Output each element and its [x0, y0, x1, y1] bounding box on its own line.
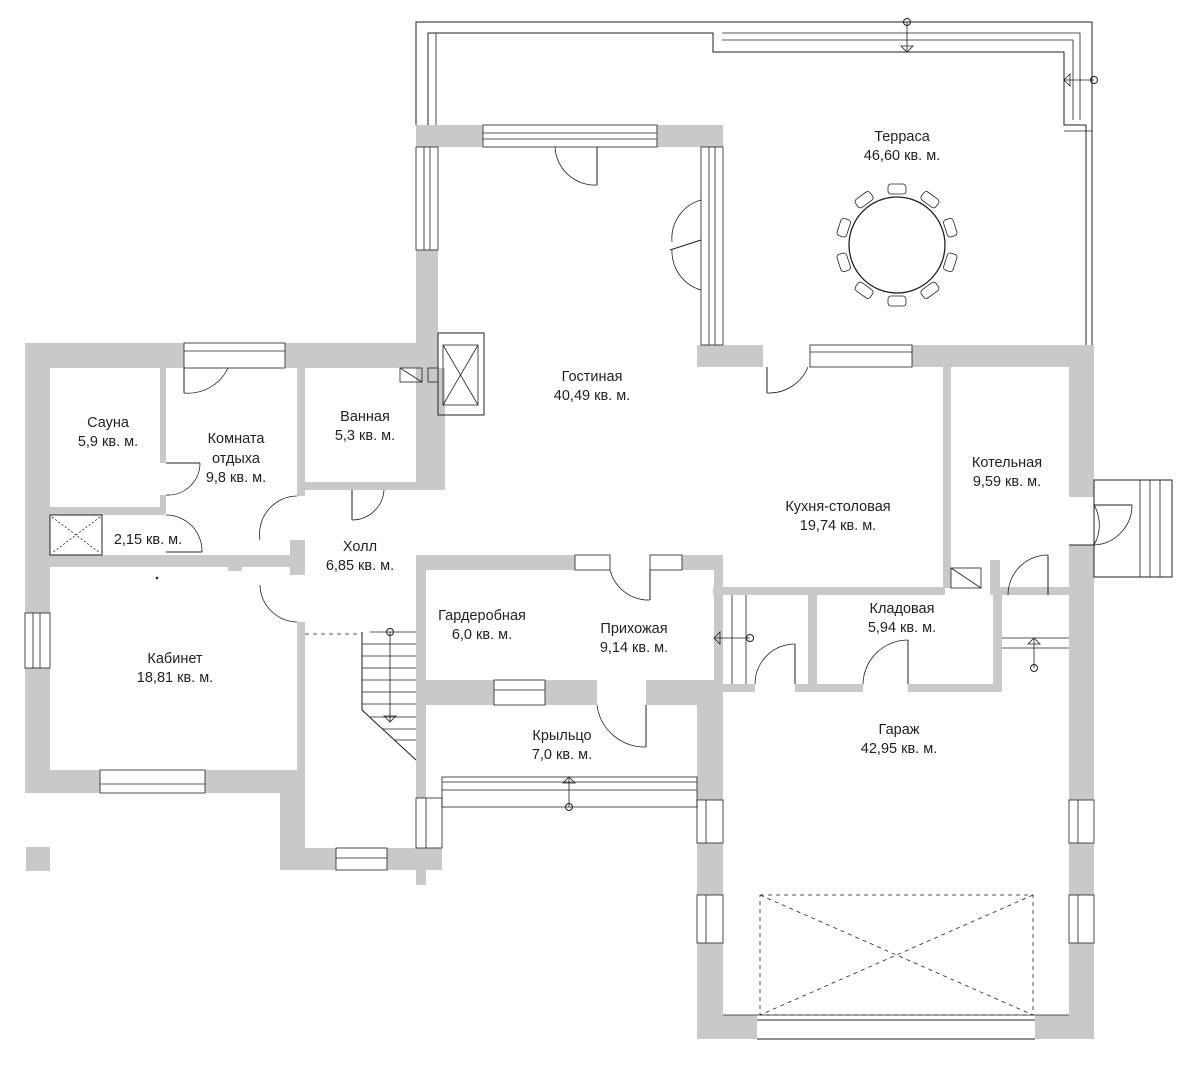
- wardrobe-area: 6,0 кв. м.: [452, 627, 512, 643]
- terrace-exit-right: [1063, 73, 1098, 87]
- fixtures: [49, 332, 1173, 1040]
- study-name: Кабинет: [147, 651, 203, 667]
- study-area: 18,81 кв. м.: [137, 670, 213, 686]
- hall-area: 6,85 кв. м.: [326, 558, 394, 574]
- rest-name: Комната: [208, 431, 266, 447]
- entry-area: 9,14 кв. м.: [600, 640, 668, 656]
- bath-name: Ванная: [340, 409, 390, 425]
- boiler-area: 9,59 кв. м.: [973, 474, 1041, 490]
- chair: [920, 281, 940, 299]
- terrace-outline: [415, 18, 1098, 345]
- walls: [25, 125, 1094, 1039]
- hall-name: Холл: [343, 539, 377, 555]
- chair: [854, 191, 874, 209]
- porch-area: 7,0 кв. м.: [532, 747, 592, 763]
- garage-area: 42,95 кв. м.: [861, 741, 937, 757]
- porch-name: Крыльцо: [532, 728, 591, 744]
- chair: [943, 217, 958, 238]
- sauna-name: Сауна: [87, 415, 130, 431]
- entry-name: Прихожая: [600, 621, 667, 637]
- terrace-exit-top: [900, 18, 914, 53]
- chair: [854, 281, 874, 299]
- bath-area: 5,3 кв. м.: [335, 428, 395, 444]
- round-table: [836, 183, 958, 307]
- wardrobe-name: Гардеробная: [438, 608, 526, 624]
- terrace-name: Терраса: [874, 129, 931, 145]
- chair: [943, 252, 958, 273]
- kitchen-area: 19,74 кв. м.: [800, 518, 876, 534]
- windows: [24, 124, 1095, 944]
- pantry-name: Кладовая: [870, 601, 935, 617]
- chair: [836, 252, 851, 273]
- doors: [165, 146, 1133, 748]
- room-labels: Терраса 46,60 кв. м. Гостиная 40,49 кв. …: [78, 129, 1042, 763]
- garage-name: Гараж: [879, 722, 920, 738]
- chair: [836, 217, 851, 238]
- rest-area: 9,8 кв. м.: [206, 470, 266, 486]
- boiler-name: Котельная: [972, 455, 1042, 471]
- staircase: [305, 628, 417, 761]
- sauna-area: 5,9 кв. м.: [78, 434, 138, 450]
- chair: [920, 191, 940, 209]
- rest-name2: отдыха: [212, 451, 261, 467]
- shower-area: 2,15 кв. м.: [114, 532, 182, 548]
- pantry-area: 5,94 кв. м.: [868, 620, 936, 636]
- living-area: 40,49 кв. м.: [554, 388, 630, 404]
- living-name: Гостиная: [562, 369, 623, 385]
- chair: [887, 295, 907, 307]
- terrace-area: 46,60 кв. м.: [864, 148, 940, 164]
- chair: [887, 183, 907, 195]
- kitchen-name: Кухня-столовая: [785, 499, 890, 515]
